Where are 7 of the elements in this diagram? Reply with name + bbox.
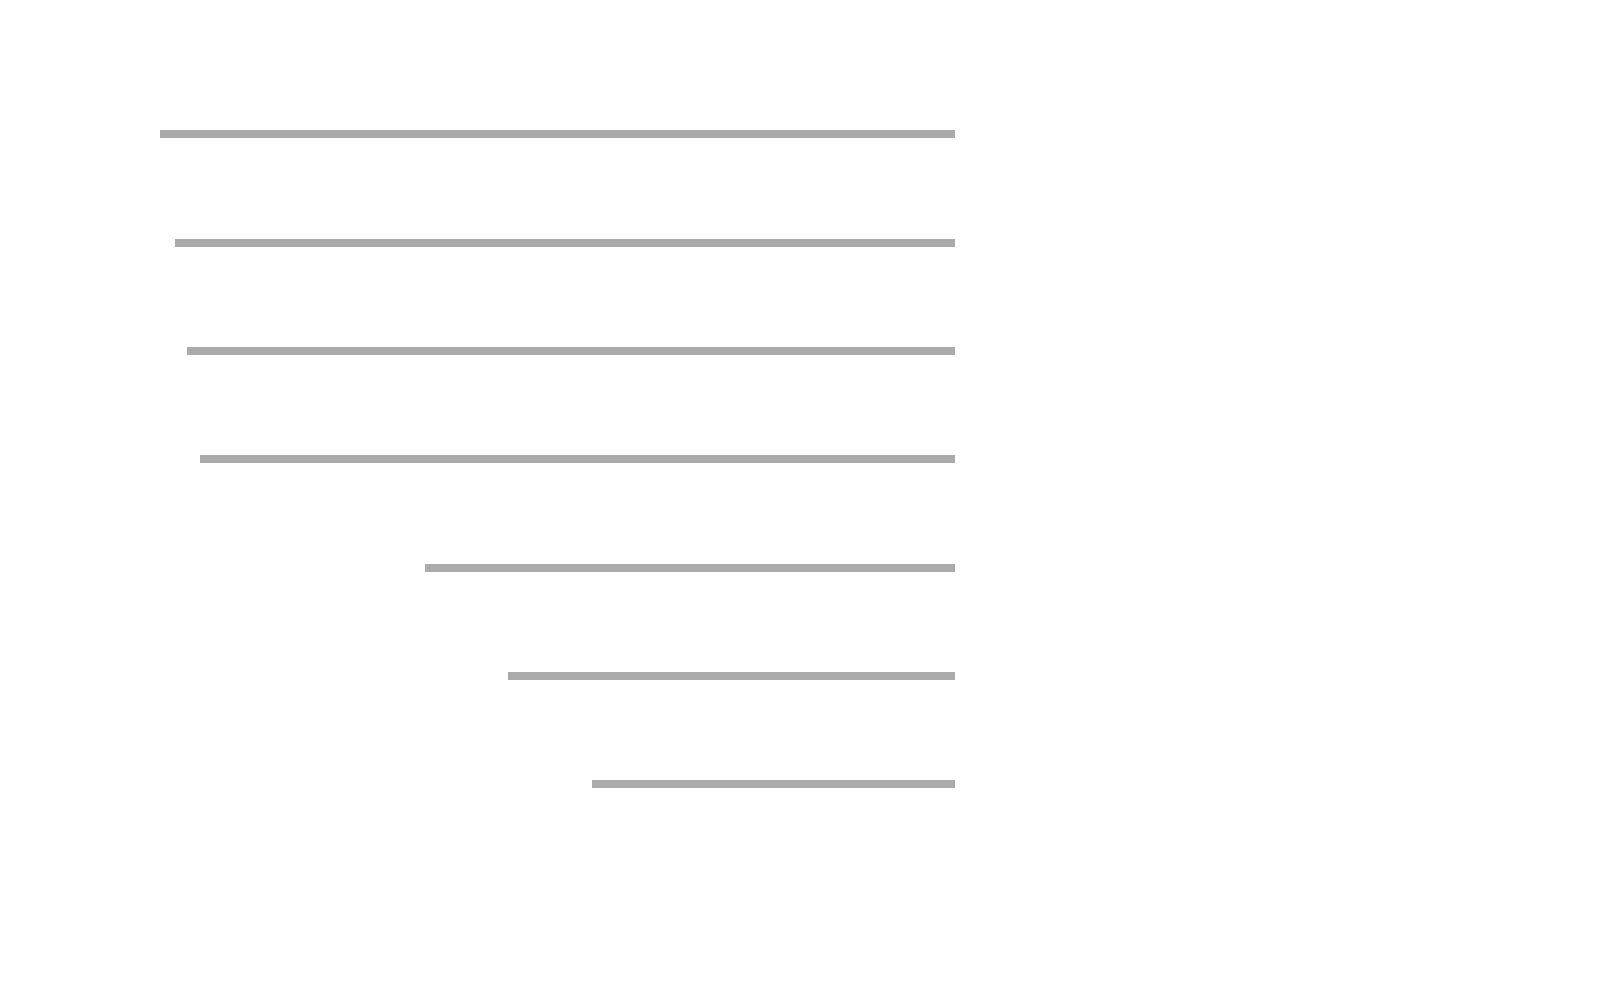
bar (187, 347, 955, 355)
bar (508, 672, 955, 680)
bar (592, 780, 955, 788)
bar (175, 239, 955, 247)
bar (200, 455, 955, 463)
bar (160, 130, 955, 138)
bar (425, 564, 955, 572)
